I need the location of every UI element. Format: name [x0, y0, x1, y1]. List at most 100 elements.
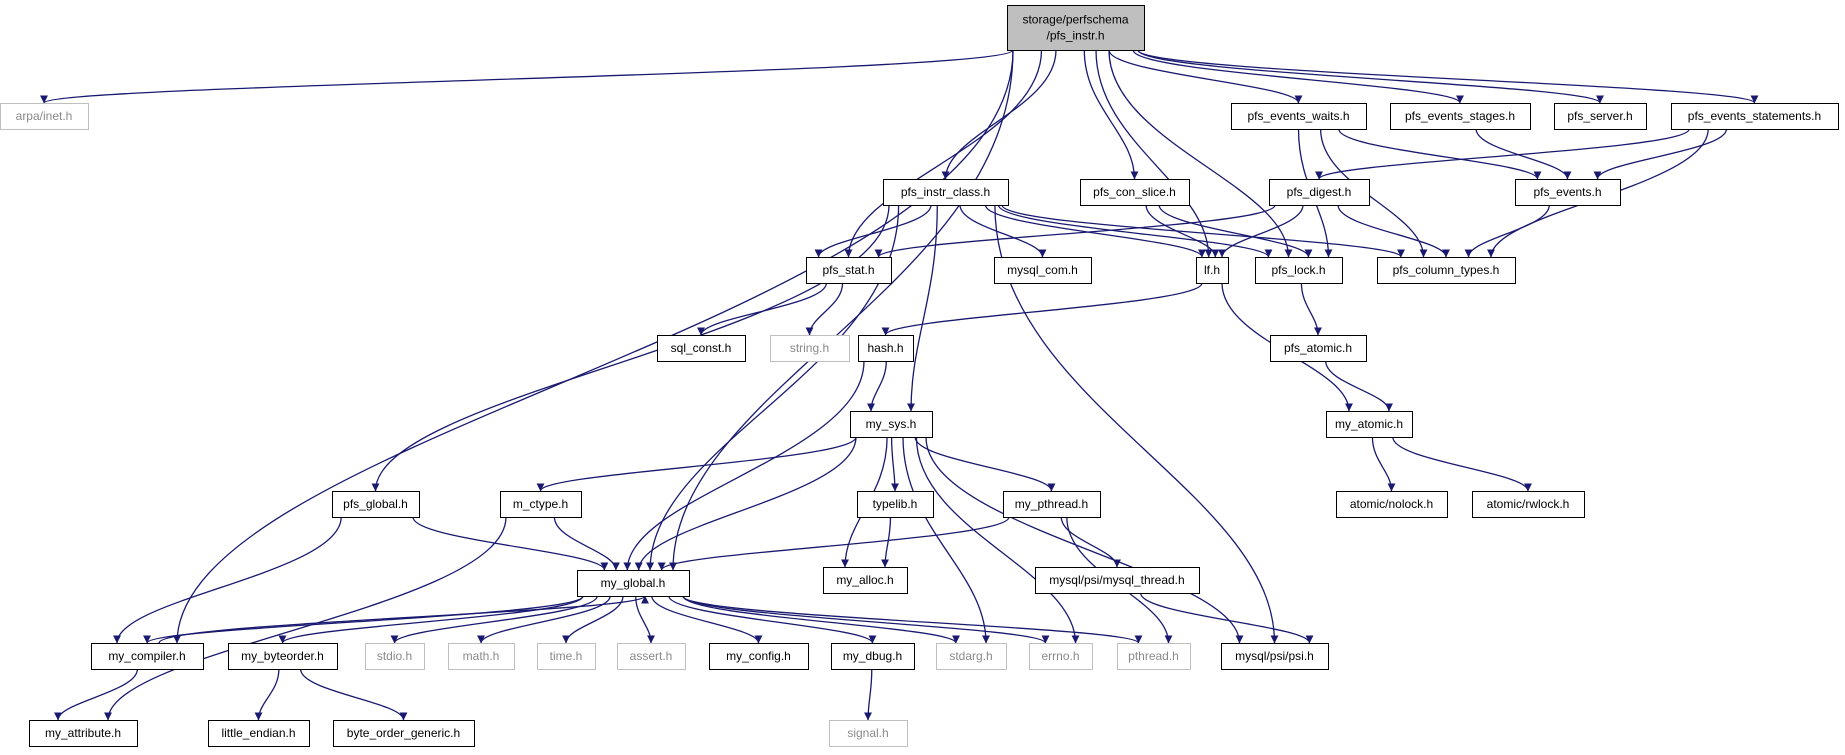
- edge-pfs_global-to-my_global: [412, 516, 609, 571]
- node-box: [770, 335, 850, 362]
- edge-my_atomic-to-atomic_rwlock: [1392, 436, 1532, 492]
- node-pfs-events-statements[interactable]: pfs_events_statements.h: [1671, 103, 1839, 130]
- edge-pfs_stat-to-string: [805, 282, 844, 336]
- node-assert: assert.h: [617, 643, 686, 670]
- edge-pfs_global-to-my_compiler: [113, 516, 342, 644]
- node-box: [1007, 5, 1145, 51]
- edge-my_global-to-pthread: [682, 595, 1143, 644]
- node-box: [709, 643, 809, 670]
- node-box: [1515, 179, 1621, 206]
- node-errno: errno.h: [1029, 643, 1093, 670]
- edge-my_global-to-errno: [682, 595, 1050, 644]
- node-label: my_config.h: [726, 649, 791, 663]
- node-label: pfs_events_stages.h: [1405, 109, 1515, 123]
- node-label: arpa/inet.h: [16, 109, 73, 123]
- node-my-compiler[interactable]: my_compiler.h: [91, 643, 204, 670]
- node-box: [1554, 103, 1647, 130]
- edge-my_byteorder-to-little_endian: [254, 668, 280, 721]
- node-box: [1472, 491, 1585, 518]
- node-byte-order-generic[interactable]: byte_order_generic.h: [333, 720, 475, 747]
- node-label: /pfs_instr.h: [1046, 29, 1104, 43]
- node-box: [1117, 643, 1191, 670]
- edge-my_global-to-time: [562, 595, 624, 644]
- edge-root-to-pfs_instr_class: [941, 49, 1057, 180]
- node-box: [1029, 643, 1093, 670]
- node-sql-const[interactable]: sql_const.h: [657, 335, 746, 362]
- node-box: [858, 335, 914, 362]
- edge-pfs_events_statements-to-pfs_events: [1593, 128, 1728, 180]
- edge-my_global-to-my_config: [651, 595, 763, 644]
- edge-my_global-to-math: [477, 595, 611, 644]
- edge-root-to-pfs_lock: [1108, 49, 1293, 258]
- edge-pfs_events_stages-to-pfs_events: [1475, 128, 1572, 180]
- node-atomic-nolock[interactable]: atomic/nolock.h: [1336, 491, 1448, 518]
- node-label: typelib.h: [873, 497, 918, 511]
- edge-my_byteorder-to-byte_order_generic: [299, 668, 408, 721]
- node-box: [1080, 179, 1190, 206]
- node-label: pfs_column_types.h: [1393, 263, 1500, 277]
- node-atomic-rwlock[interactable]: atomic/rwlock.h: [1472, 491, 1585, 518]
- edge-pfs_con_slice-to-lf: [1145, 204, 1220, 258]
- node-pfs-column-types[interactable]: pfs_column_types.h: [1377, 257, 1516, 284]
- node-lf[interactable]: lf.h: [1196, 257, 1229, 284]
- node-my-attribute[interactable]: my_attribute.h: [29, 720, 138, 747]
- node-label: hash.h: [867, 341, 903, 355]
- node-pfs-con-slice[interactable]: pfs_con_slice.h: [1080, 179, 1190, 206]
- node-my-byteorder[interactable]: my_byteorder.h: [228, 643, 338, 670]
- edge-pfs_stat-to-sql_const: [697, 282, 828, 336]
- node-pfs-events[interactable]: pfs_events.h: [1515, 179, 1621, 206]
- edge-root-to-pfs_server: [1137, 49, 1604, 104]
- edge-lf-to-hash: [881, 282, 1203, 336]
- node-pfs-lock[interactable]: pfs_lock.h: [1255, 257, 1343, 284]
- edge-my_sys-to-typelib: [890, 436, 899, 492]
- node-pfs-instr-class[interactable]: pfs_instr_class.h: [883, 179, 1009, 206]
- node-hash[interactable]: hash.h: [858, 335, 914, 362]
- edge-pfs_instr_class-to-pfs_global: [371, 204, 890, 492]
- node-my-sys[interactable]: my_sys.h: [850, 411, 933, 438]
- node-box: [0, 103, 89, 130]
- node-mysql-com[interactable]: mysql_com.h: [994, 257, 1092, 284]
- node-root[interactable]: storage/perfschema/pfs_instr.h: [1007, 5, 1145, 51]
- node-label: errno.h: [1041, 649, 1079, 663]
- node-label: pfs_digest.h: [1287, 185, 1352, 199]
- node-box: [29, 720, 138, 747]
- node-box: [823, 567, 908, 594]
- node-pfs-server[interactable]: pfs_server.h: [1554, 103, 1647, 130]
- edge-my_sys-to-my_pthread: [914, 436, 1056, 492]
- node-m-ctype[interactable]: m_ctype.h: [500, 491, 582, 518]
- node-pfs-events-stages[interactable]: pfs_events_stages.h: [1390, 103, 1531, 130]
- node-my-global[interactable]: my_global.h: [577, 570, 690, 597]
- node-my-alloc[interactable]: my_alloc.h: [823, 567, 908, 594]
- node-pfs-stat[interactable]: pfs_stat.h: [806, 257, 892, 284]
- node-label: lf.h: [1204, 263, 1220, 277]
- edge-my_sys-to-m_ctype: [536, 436, 857, 492]
- node-pfs-atomic[interactable]: pfs_atomic.h: [1270, 335, 1367, 362]
- edge-pfs_instr_class-to-mysql_com: [959, 204, 1047, 258]
- node-label: pfs_con_slice.h: [1093, 185, 1176, 199]
- nodes-layer: storage/perfschema/pfs_instr.h arpa/inet.…: [0, 5, 1839, 747]
- node-my-dbug[interactable]: my_dbug.h: [831, 643, 915, 670]
- edge-hash-to-my_global: [623, 360, 865, 571]
- node-little-endian[interactable]: little_endian.h: [208, 720, 310, 747]
- node-pfs-global[interactable]: pfs_global.h: [332, 491, 420, 518]
- node-label: pfs_stat.h: [822, 263, 874, 277]
- node-my-config[interactable]: my_config.h: [709, 643, 809, 670]
- node-pfs-digest[interactable]: pfs_digest.h: [1269, 179, 1370, 206]
- edge-pfs_instr_class-to-pfs_lock: [997, 204, 1273, 258]
- node-label: my_byteorder.h: [241, 649, 324, 663]
- node-pfs-events-waits[interactable]: pfs_events_waits.h: [1231, 103, 1367, 130]
- node-label: stdio.h: [377, 649, 412, 663]
- node-label: my_compiler.h: [108, 649, 185, 663]
- edge-root-to-pfs_events_statements: [1137, 49, 1759, 104]
- node-label: stdarg.h: [949, 649, 992, 663]
- edge-root-to-lf: [1095, 49, 1213, 258]
- node-psi[interactable]: mysql/psi/psi.h: [1221, 643, 1329, 670]
- edge-pfs_instr_class-to-pfs_column_types: [1001, 204, 1405, 258]
- node-label: atomic/nolock.h: [1350, 497, 1433, 511]
- node-my-atomic[interactable]: my_atomic.h: [1326, 411, 1413, 438]
- node-my-pthread[interactable]: my_pthread.h: [1003, 491, 1101, 518]
- edge-my_global-to-my_byteorder: [278, 595, 584, 644]
- edge-root-to-pfs_events_stages: [1132, 49, 1464, 104]
- node-typelib[interactable]: typelib.h: [857, 491, 934, 518]
- node-mysql-thread[interactable]: mysql/psi/mysql_thread.h: [1035, 567, 1200, 594]
